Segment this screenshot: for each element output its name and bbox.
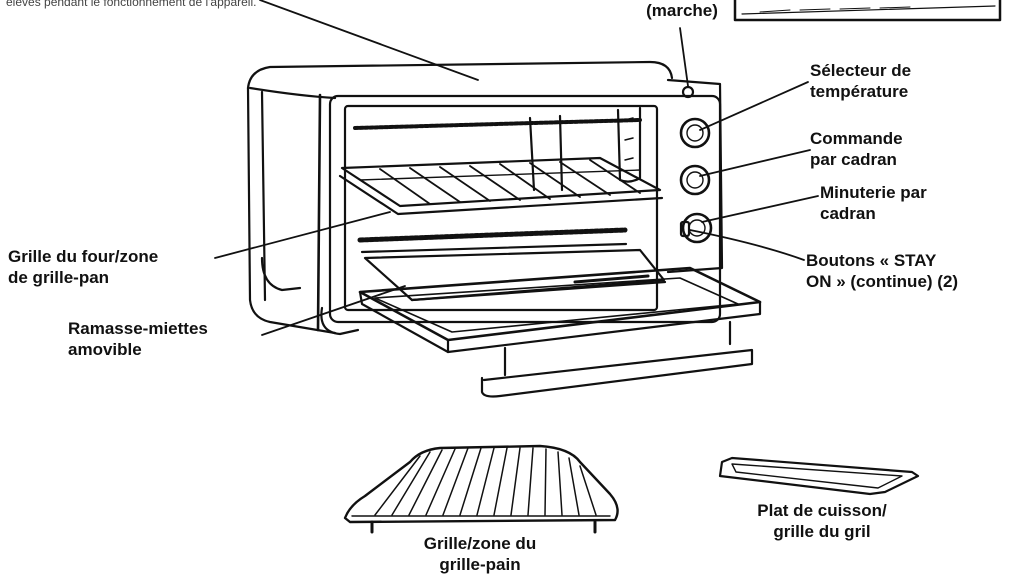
control-panel [666,78,724,274]
inset-detail-image [733,0,1002,22]
oven-rack-drawing [338,156,664,216]
label-temperature-selector: Sélecteur de température [810,61,912,101]
label-dial-control: Commande par cadran [810,129,903,169]
leader-dial-control [699,149,811,177]
label-stay-on-buttons: Boutons « STAY ON » (continue) (2) [806,251,959,291]
leader-warning [259,0,479,81]
warning-text-fragment: élevés pendant le fonctionnement de l'ap… [6,0,257,9]
leader-dial-timer [701,195,819,223]
label-oven-rack: Grille du four/zone de grille-pan [8,247,159,287]
leader-oven-rack [214,211,391,259]
leader-crumb-tray [261,285,406,336]
toaster-rack-drawing [343,444,619,534]
label-crumb-tray: Ramasse-miettes amovible [68,319,208,359]
label-toaster-rack: Grille/zone du grille-pain [423,534,537,574]
oven-body [246,60,722,336]
leader-stay-on [689,229,805,261]
crumb-tray-drawing [357,227,667,302]
oven-door-drawing [358,266,762,398]
leader-power-light [679,27,689,87]
leader-temp-selector [699,81,809,131]
label-baking-pan: Plat de cuisson/ grille du gril [757,501,887,541]
baking-pan-drawing [718,456,920,496]
label-dial-timer: Minuterie par cadran [820,183,927,223]
label-power-light: (marche) [646,1,718,20]
